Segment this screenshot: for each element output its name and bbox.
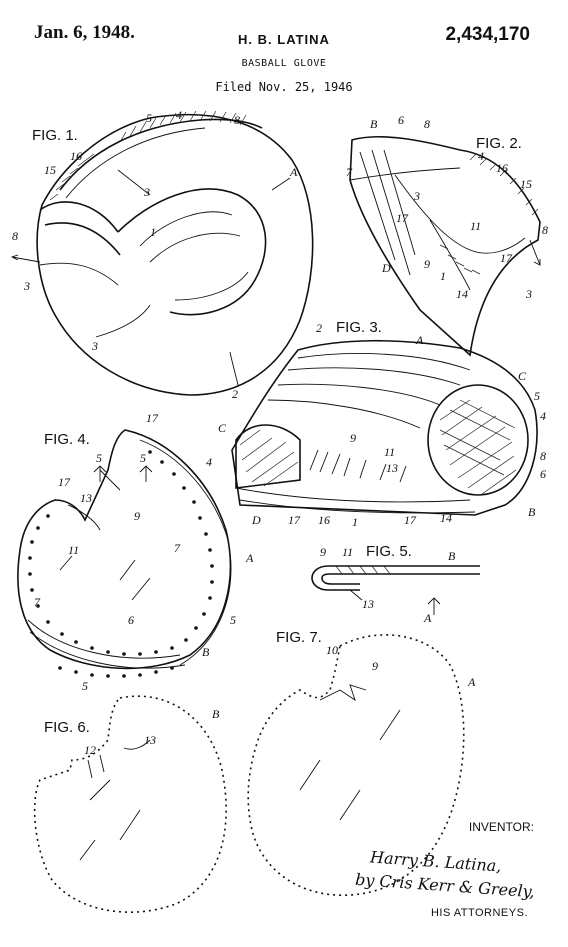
inventor-label: INVENTOR: xyxy=(468,820,534,834)
reference-numeral: 3 xyxy=(143,185,150,199)
reference-numeral: 10 xyxy=(326,643,338,657)
fig5-label: FIG. 5. xyxy=(366,543,412,560)
fig1-label: FIG. 1. xyxy=(32,127,78,144)
reference-numeral: A xyxy=(415,333,424,347)
reference-numeral: 11 xyxy=(342,545,353,559)
figure-7: FIG. 7. 10 9 A xyxy=(247,629,476,896)
reference-numeral: 5 xyxy=(230,613,236,627)
reference-numeral: B xyxy=(528,505,536,519)
patent-number: 2,434,170 xyxy=(445,24,530,45)
reference-numeral: 5 xyxy=(96,451,102,465)
reference-numeral: 15 xyxy=(520,177,532,191)
reference-numeral: 17 xyxy=(288,513,301,527)
reference-numeral: 1 xyxy=(440,269,446,283)
reference-numeral: 5 xyxy=(534,389,540,403)
reference-numeral: 8 xyxy=(424,117,430,131)
reference-numeral: 11 xyxy=(384,445,395,459)
reference-numeral: 8 xyxy=(234,113,240,127)
reference-numeral: 3 xyxy=(413,189,420,203)
reference-numeral: 12 xyxy=(84,743,96,757)
reference-numeral: 4 xyxy=(478,149,484,163)
reference-numeral: 17 xyxy=(404,513,417,527)
reference-numeral: 9 xyxy=(134,509,140,523)
reference-numeral: 6 xyxy=(398,113,404,127)
reference-numeral: A xyxy=(289,165,298,179)
reference-numeral: 2 xyxy=(232,387,238,401)
reference-numeral: 13 xyxy=(362,597,374,611)
reference-numeral: 7 xyxy=(346,165,353,179)
reference-numeral: 7 xyxy=(34,595,41,609)
reference-numeral: B xyxy=(448,549,456,563)
reference-numeral: 9 xyxy=(320,545,326,559)
fig2-label: FIG. 2. xyxy=(476,135,522,152)
reference-numeral: 6 xyxy=(128,613,134,627)
reference-numeral: D xyxy=(381,261,391,275)
figure-6: FIG. 6. B 12 13 xyxy=(33,695,227,913)
fig6-label: FIG. 6. xyxy=(44,719,90,736)
fig7-label: FIG. 7. xyxy=(276,629,322,646)
reference-numeral: 17 xyxy=(146,411,159,425)
reference-numeral: 15 xyxy=(44,163,56,177)
reference-numeral: C xyxy=(518,369,527,383)
figure-5: FIG. 5. 9 11 B 13 A xyxy=(311,543,480,625)
reference-numeral: 14 xyxy=(456,287,468,301)
inventor-name: H. B. LATINA xyxy=(238,32,330,47)
reference-numeral: 8 xyxy=(542,223,548,237)
reference-numeral: B xyxy=(370,117,378,131)
reference-numeral: 3 xyxy=(23,279,30,293)
reference-numeral: 1 xyxy=(352,515,358,529)
reference-numeral: 9 xyxy=(372,659,378,673)
reference-numeral: 2 xyxy=(316,321,322,335)
reference-numeral: A xyxy=(245,551,254,565)
reference-numeral: 16 xyxy=(318,513,330,527)
reference-numeral: 3 xyxy=(525,287,532,301)
reference-numeral: 3 xyxy=(91,339,98,353)
reference-numeral: 7 xyxy=(174,541,181,555)
reference-numeral: 5 xyxy=(146,111,152,125)
fig4-label: FIG. 4. xyxy=(44,431,90,448)
reference-numeral: 8 xyxy=(540,449,546,463)
reference-numeral: 4 xyxy=(540,409,546,423)
reference-numeral: 16 xyxy=(496,161,508,175)
reference-numeral: 11 xyxy=(470,219,481,233)
reference-numeral: 4 xyxy=(176,108,182,122)
reference-numeral: B xyxy=(202,645,210,659)
reference-numeral: 17 xyxy=(58,475,71,489)
reference-numeral: 8 xyxy=(12,229,18,243)
reference-numeral: 11 xyxy=(68,543,79,557)
reference-numeral: 9 xyxy=(350,431,356,445)
reference-numeral: 13 xyxy=(386,461,398,475)
filed-date: Filed Nov. 25, 1946 xyxy=(215,80,353,94)
reference-numeral: 9 xyxy=(424,257,430,271)
reference-numeral: A xyxy=(467,675,476,689)
reference-numeral: 5 xyxy=(140,451,146,465)
patent-date: Jan. 6, 1948. xyxy=(34,22,135,43)
reference-numeral: B xyxy=(212,707,220,721)
reference-numeral: 4 xyxy=(206,455,212,469)
reference-numeral: 1 xyxy=(150,225,156,239)
figure-2: FIG. 2. B 6 8 4 16 15 7 3 17 11 17 D 9 1 xyxy=(346,113,548,357)
fig4-lace-holes xyxy=(28,450,214,678)
reference-numeral: 16 xyxy=(70,149,82,163)
figure-4: FIG. 4. xyxy=(17,411,254,693)
reference-numeral: 6 xyxy=(540,467,546,481)
reference-numeral: C xyxy=(218,421,227,435)
reference-numeral: 13 xyxy=(144,733,156,747)
reference-numeral: 13 xyxy=(80,491,92,505)
patent-title: BASBALL GLOVE xyxy=(241,58,327,69)
attorneys-label: HIS ATTORNEYS. xyxy=(430,907,528,919)
reference-numeral: A xyxy=(423,611,432,625)
figure-1: FIG. 1. 5 xyxy=(10,108,314,401)
figure-3: FIG. 3. 2 A C 5 4 xyxy=(218,319,546,529)
reference-numeral: 17 xyxy=(396,211,409,225)
reference-numeral: D xyxy=(251,513,261,527)
reference-numeral: 17 xyxy=(500,251,513,265)
fig3-label: FIG. 3. xyxy=(336,319,382,336)
reference-numeral: 14 xyxy=(440,511,452,525)
reference-numeral: 5 xyxy=(82,679,88,693)
